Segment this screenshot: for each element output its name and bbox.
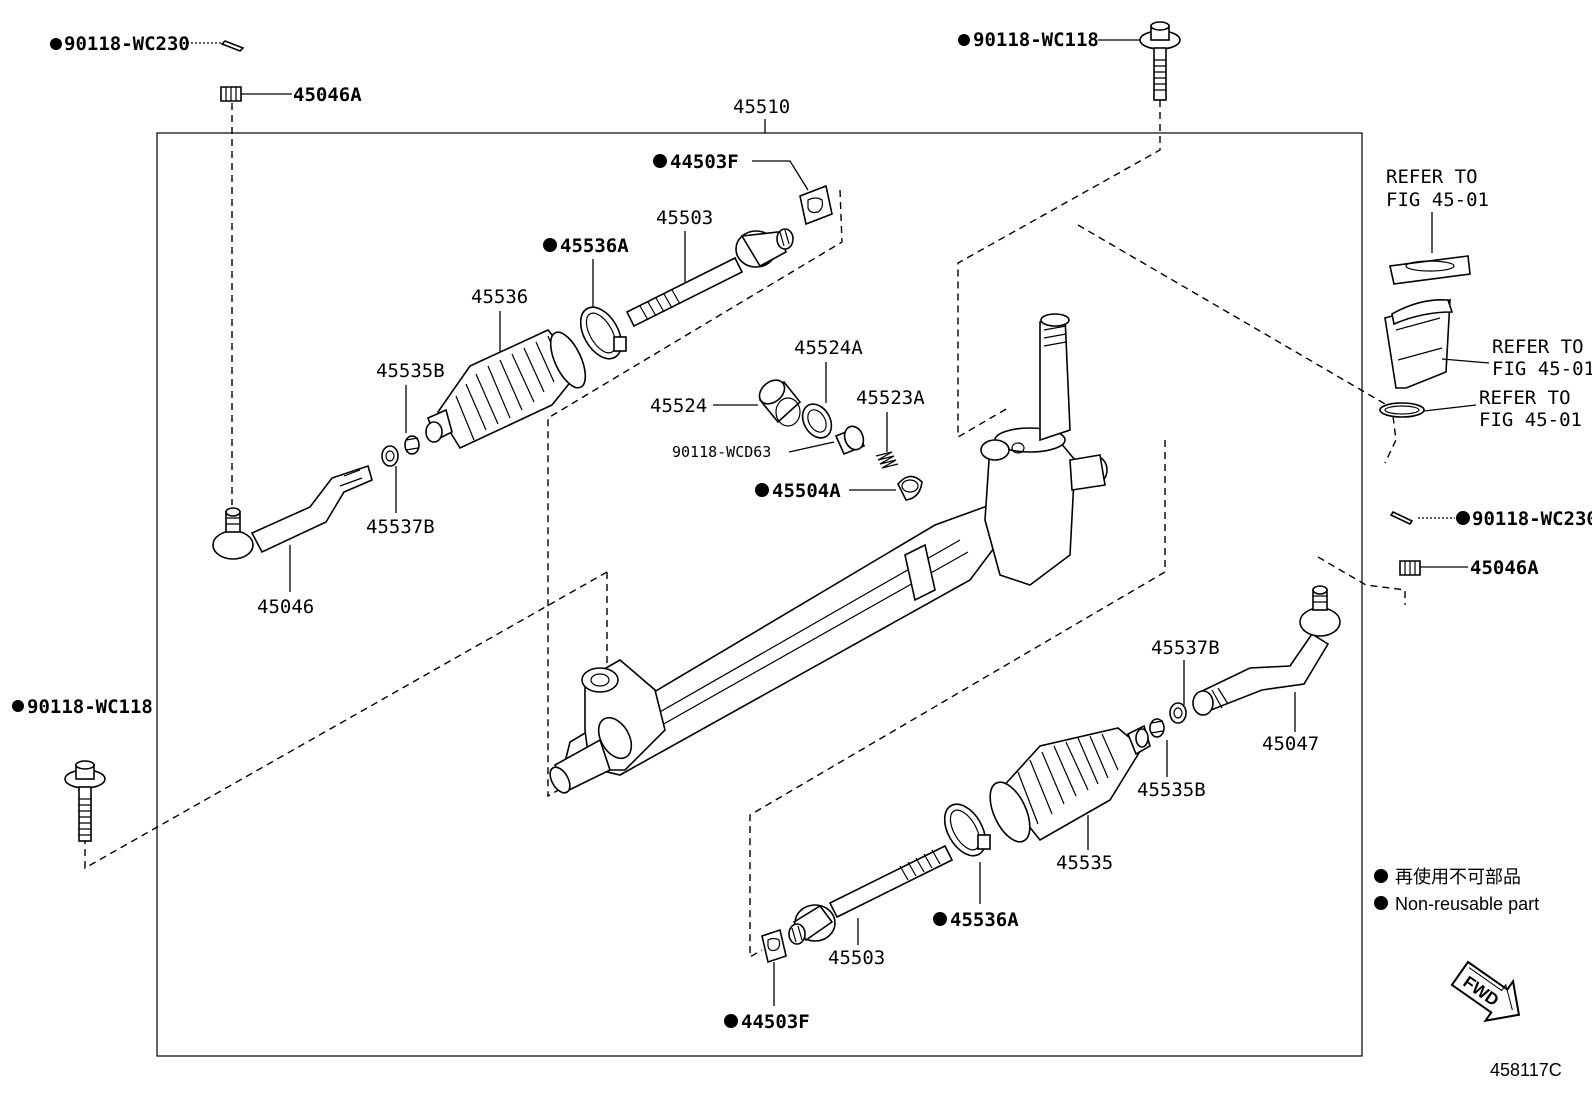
- rack-guide: [758, 379, 802, 427]
- label-guide-a: 45524A: [794, 337, 863, 359]
- cotter-pin-top-left: [50, 38, 245, 52]
- flange-bolt-top: [1139, 21, 1181, 101]
- label-clip-top: 45535B: [376, 360, 445, 382]
- boot-clamp-bottom: [943, 803, 991, 857]
- label-cap: 45504A: [772, 480, 841, 502]
- label-bolt-top-center: 90118-WC118: [973, 29, 1099, 51]
- label-end-right: 45047: [1262, 733, 1319, 755]
- label-pin-right: 90118-WC230: [1472, 508, 1592, 530]
- assembly-label: 45510: [733, 96, 790, 118]
- label-boot-bottom: 45535: [1056, 852, 1113, 874]
- label-spring: 45523A: [856, 387, 925, 409]
- lock-plate-bottom: [761, 928, 787, 964]
- legend-line-en: Non-reusable part: [1395, 894, 1539, 914]
- steering-rack-housing: [549, 313, 1108, 794]
- guide-spring: [875, 451, 899, 469]
- tie-rod-bottom: [788, 844, 954, 945]
- boot-ring: [1379, 402, 1425, 418]
- flange-bolt-left: [64, 760, 106, 842]
- label-plate-top: 44503F: [670, 151, 739, 173]
- label-guide: 45524: [650, 395, 707, 417]
- label-ring-left: 45537B: [366, 516, 435, 538]
- ring-left: [381, 445, 399, 467]
- rack-boot-bottom: [989, 724, 1151, 843]
- legend: 再使用不可部品 Non-reusable part: [1374, 867, 1539, 914]
- boot-clamp-top: [579, 306, 627, 360]
- tie-rod-end-right: [1192, 585, 1341, 716]
- steering-column-boot: [1384, 298, 1454, 389]
- assembly-frame: [156, 132, 1363, 1057]
- label-refer1-line2: FIG 45-01: [1386, 189, 1489, 211]
- label-plate-bottom: 44503F: [741, 1011, 810, 1033]
- guide-ring: [801, 403, 833, 439]
- boot-clip-right: [1149, 718, 1165, 738]
- tie-rod-top: [625, 228, 794, 328]
- cotter-pin-right: [1389, 510, 1455, 526]
- ring-right: [1169, 702, 1187, 724]
- tie-rod-end-left: [212, 464, 373, 560]
- label-bolt-top-left: 90118-WC230: [64, 33, 190, 55]
- label-clamp-top: 45536A: [560, 235, 629, 257]
- o-ring-seal: [834, 425, 866, 456]
- boot-clip-left: [404, 435, 420, 455]
- label-seal: 90118-WCD63: [672, 443, 771, 461]
- label-refer1-line1: REFER TO: [1386, 166, 1478, 188]
- label-rod-top: 45503: [656, 207, 713, 229]
- label-refer2-line1: REFER TO: [1492, 336, 1584, 358]
- label-ring-right: 45537B: [1151, 637, 1220, 659]
- label-bolt-left: 90118-WC118: [27, 696, 153, 718]
- label-clip-right: 45535B: [1137, 779, 1206, 801]
- fwd-arrow-icon: FWD: [1450, 960, 1521, 1023]
- label-boot-top: 45536: [471, 286, 528, 308]
- label-nut-top-left: 45046A: [293, 84, 362, 106]
- label-nut-right: 45046A: [1470, 557, 1539, 579]
- label-end-left: 45046: [257, 596, 314, 618]
- lock-plate-top: [799, 184, 833, 226]
- label-rod-bottom: 45503: [828, 947, 885, 969]
- guide-cap: [897, 475, 923, 501]
- label-clamp-bottom: 45536A: [950, 909, 1019, 931]
- label-refer3-line2: FIG 45-01: [1479, 409, 1582, 431]
- label-refer3-line1: REFER TO: [1479, 387, 1571, 409]
- legend-line-jp: 再使用不可部品: [1395, 867, 1521, 887]
- figure-code: 458117C: [1490, 1060, 1562, 1080]
- castle-nut-top-left: [220, 86, 292, 102]
- seal-cover: [1389, 255, 1471, 285]
- label-refer2-line2: FIG 45-01: [1492, 358, 1592, 380]
- rack-boot-top: [425, 329, 587, 450]
- castle-nut-right: [1399, 560, 1468, 576]
